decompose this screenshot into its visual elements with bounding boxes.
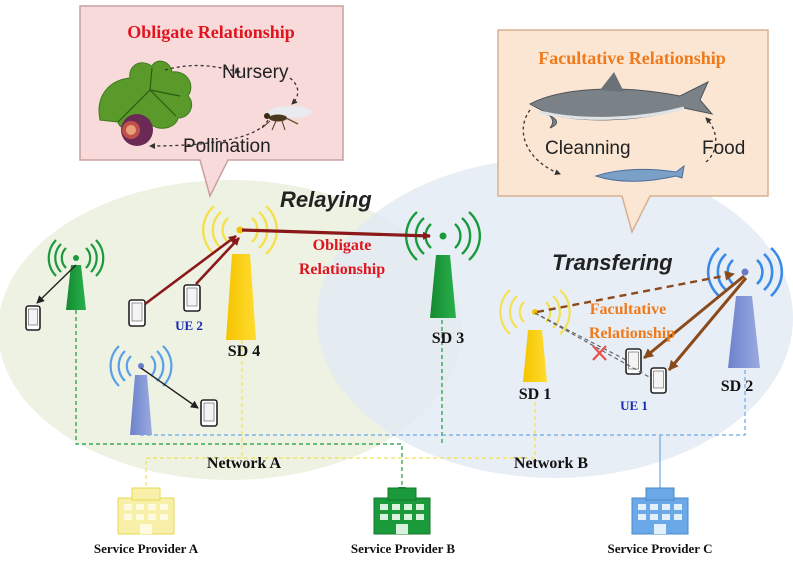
ue1-label: UE 1: [620, 398, 648, 413]
shark-icon: [528, 72, 714, 129]
link-sd2-to-ue1b: [667, 277, 748, 371]
link-sd2-blue: [445, 370, 746, 436]
relaying-title: Relaying: [280, 187, 372, 212]
ue2-label: UE 2: [175, 318, 203, 333]
link-sd2-to-ue1a: [643, 274, 745, 360]
antenna-tower-icon: [109, 345, 173, 435]
nursery-label: Nursery: [222, 62, 289, 83]
facultative-title: Facultative Relationship: [538, 48, 726, 68]
pollination-label: Pollination: [183, 136, 271, 157]
facultative-link-label-2: Relationship: [589, 325, 675, 342]
sd2-label: SD 2: [721, 378, 753, 395]
phone-icon: [650, 367, 667, 394]
blocked-link-sd1-ue1b: [534, 312, 652, 379]
link-yellow-sd1: [142, 402, 536, 497]
remora-icon: [594, 164, 685, 182]
phone-icon: [625, 348, 642, 375]
network-a-label: Network A: [207, 455, 282, 472]
phone-icon: [128, 299, 146, 327]
facultative-callout: Facultative Relationship Cleanning Food: [497, 29, 769, 235]
antenna-tower-icon: [499, 289, 571, 382]
transfering-title: Transfering: [552, 250, 673, 275]
antenna-tower-icon: [47, 239, 105, 310]
link-network-a-green: [75, 310, 406, 495]
cleaning-label: Cleanning: [545, 138, 631, 159]
wasp-icon: [261, 106, 312, 131]
phone-icon: [25, 305, 41, 331]
building-icon: [117, 487, 175, 535]
sd1-label: SD 1: [519, 386, 551, 403]
provider-c-label: Service Provider C: [608, 541, 713, 556]
phone-icon: [183, 284, 201, 312]
link-blue-tower-to-phone: [140, 367, 199, 409]
facultative-link-sd1-sd2: [536, 270, 735, 314]
provider-a-label: Service Provider A: [94, 541, 199, 556]
obligate-link-sd4-sd3: [241, 228, 431, 240]
obligate-callout: Obligate Relationship Nursery Pollinatio…: [79, 5, 344, 199]
building-icon: [631, 487, 689, 535]
facultative-link-label-1: Facultative: [590, 301, 666, 318]
food-label: Food: [702, 138, 745, 159]
link-green-tower-to-phone: [36, 264, 77, 304]
obligate-title: Obligate Relationship: [127, 22, 295, 42]
obligate-link-label-2: Relationship: [299, 261, 385, 278]
link-ue2-to-sd4: [195, 237, 240, 285]
building-icon: [373, 487, 431, 535]
fig-fruit-icon: [121, 114, 153, 146]
sd3-label: SD 3: [432, 330, 464, 347]
network-b-label: Network B: [514, 455, 589, 472]
blocked-x-icon: [592, 345, 607, 361]
link-phone-to-sd4: [144, 234, 237, 306]
sd4-label: SD 4: [228, 343, 260, 360]
provider-b-label: Service Provider B: [351, 541, 456, 556]
phone-icon: [200, 399, 218, 427]
obligate-link-label-1: Obligate: [313, 237, 372, 254]
network-b-area: [317, 158, 793, 478]
